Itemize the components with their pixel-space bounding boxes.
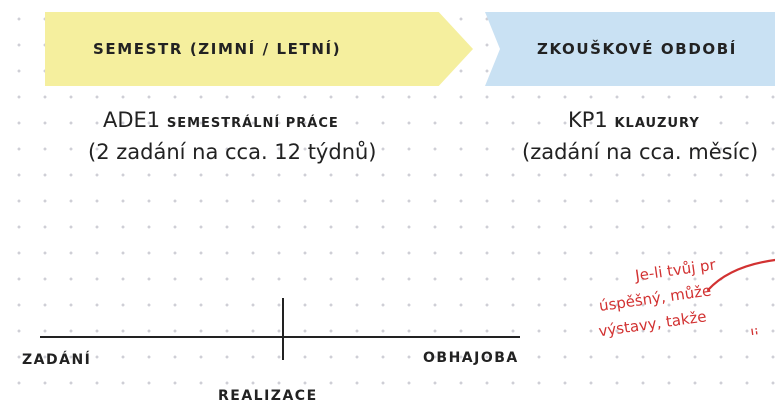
ade1-code: ADE1 (103, 108, 161, 132)
ade1-type: SEMESTRÁLNÍ PRÁCE (166, 116, 339, 131)
exam-period-banner: ZKOUŠKOVÉ OBDOBÍ (485, 12, 775, 86)
semester-banner-label: SEMESTR (ZIMNÍ / LETNÍ) (93, 40, 342, 58)
timeline-label-middle: REALIZACE (218, 388, 318, 404)
kp1-title: KP1 KLAUZURY (568, 108, 700, 132)
timeline-divider (282, 298, 284, 360)
kp1-code: KP1 (568, 108, 608, 132)
timeline-label-start: ZADÁNÍ (22, 352, 92, 368)
red-arc-icon (706, 258, 775, 292)
timeline-label-end: OBHAJOBA (423, 350, 519, 366)
kp1-type: KLAUZURY (614, 116, 700, 131)
exam-period-banner-label: ZKOUŠKOVÉ OBDOBÍ (537, 40, 737, 58)
kp1-detail: (zadání na cca. měsíc) (522, 140, 759, 164)
semester-banner: SEMESTR (ZIMNÍ / LETNÍ) (45, 12, 473, 86)
ade1-detail: (2 zadání na cca. 12 týdnů) (88, 140, 377, 164)
handwritten-note: Je-li tvůj pr úspěšný, může výstavy, tak… (590, 244, 775, 356)
timeline-axis (40, 336, 520, 338)
ade1-title: ADE1 SEMESTRÁLNÍ PRÁCE (103, 108, 339, 132)
